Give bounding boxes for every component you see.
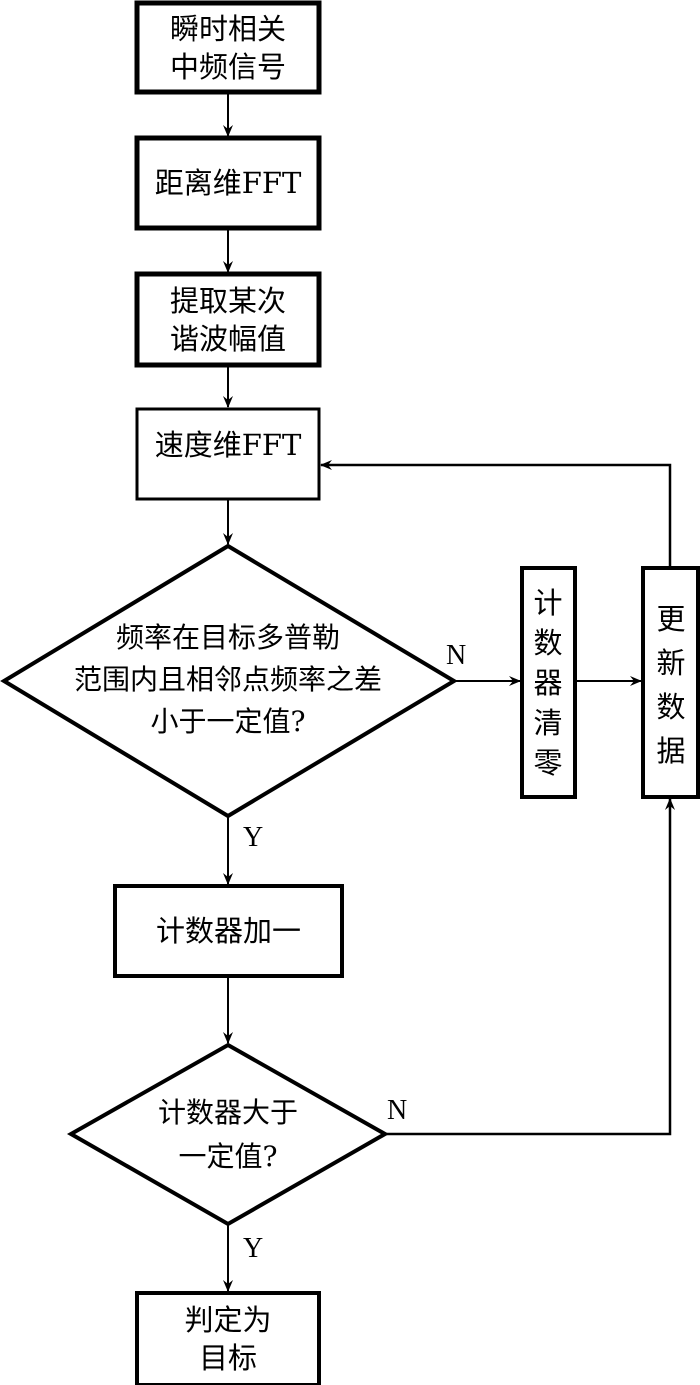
node-d2-label: 计数器大于 一定值? [157, 1096, 298, 1173]
node-n4-label: 速度维FFT [154, 428, 302, 462]
edge-d1-no-label: N [446, 640, 467, 671]
node-n7-box [113, 884, 344, 978]
node-n3-label: 提取某次 谐波幅值 [169, 283, 286, 356]
node-n5-box [520, 566, 577, 799]
node-n1-box [134, 0, 322, 95]
edge-d1-yes-label: Y [243, 822, 264, 853]
node-n8-label: 判定为 目标 [184, 1303, 272, 1375]
node-n2-label: 距离维FFT [154, 166, 302, 200]
node-d1-diamond [0, 543, 458, 819]
node-n4-box [135, 407, 321, 501]
node-n3-box [134, 271, 322, 368]
node-d1-label: 频率在目标多普勒 范围内且相邻点频率之差 小于一定值? [73, 621, 382, 738]
node-n7-label: 计数器加一 [155, 914, 301, 948]
edge-d2-n6 [386, 798, 675, 1136]
node-d2-diamond [66, 1042, 390, 1227]
node-n8-box [135, 1291, 321, 1385]
node-n6-label: 更新数据 [656, 602, 686, 768]
node-n2-box [134, 135, 322, 231]
node-n6-box [641, 566, 700, 799]
edge-n6-n4 [320, 460, 672, 567]
node-n5-label: 计数器清零 [533, 586, 563, 780]
node-n1-label: 瞬时相关 中频信号 [169, 11, 286, 84]
edge-d2-yes-label: Y [243, 1233, 264, 1264]
edge-d2-no-label: N [387, 1095, 408, 1126]
